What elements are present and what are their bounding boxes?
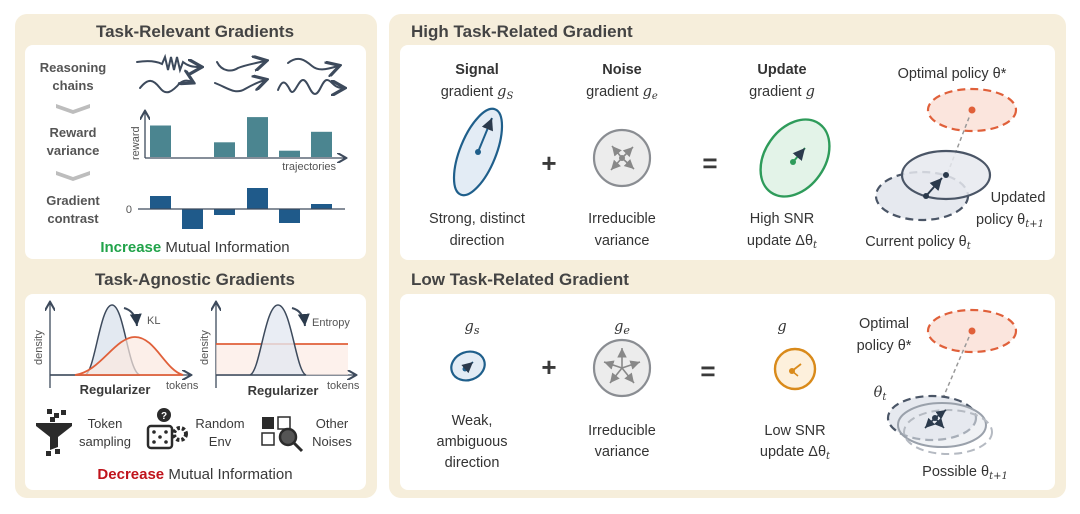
signal-heading: Signal [455, 62, 499, 78]
high-title: High Task-Related Gradient [411, 22, 633, 41]
updated-policy-label: Updated [991, 190, 1046, 206]
decrease-keyword: Decrease [97, 466, 164, 483]
icon-label: Token [88, 416, 123, 431]
contrast-bar [247, 188, 268, 209]
reward-bar [214, 142, 235, 157]
relevant-box [25, 45, 366, 259]
tokens-label: tokens [327, 380, 360, 392]
regularizer-label: Regularizer [248, 383, 319, 398]
row-label: Reward [50, 125, 97, 140]
signal-desc: direction [450, 233, 505, 249]
noise-circle [592, 338, 652, 398]
optimal-policy-label: Optimal [859, 316, 909, 332]
relevant-title: Task-Relevant Gradients [96, 22, 294, 41]
equals-sign: = [700, 356, 715, 386]
contrast-chart: 0 [126, 188, 345, 229]
low-signal-symbol: gs [465, 319, 480, 337]
low-noise-symbol: ge [614, 319, 630, 337]
update-gradient-label: gradient g [749, 84, 815, 100]
row-label: contrast [47, 211, 99, 226]
kl-label: KL [147, 315, 160, 327]
svg-text:?: ? [161, 411, 167, 422]
row-label: variance [47, 143, 100, 158]
signal-gradient-label: gradient gS [441, 84, 514, 102]
contrast-bar [311, 204, 332, 209]
signal-desc: Strong, distinct [429, 211, 525, 227]
contrast-bar [279, 209, 300, 223]
low-update-desc: update Δθt [760, 444, 831, 462]
low-noise-desc: Irreducible [588, 423, 656, 439]
arrow-icon [291, 307, 310, 327]
noise-heading: Noise [602, 62, 642, 78]
density-label: density [199, 330, 211, 365]
tokens-label: tokens [166, 380, 199, 392]
low-signal-desc: direction [445, 455, 500, 471]
dice-gear-icon: ? [146, 408, 188, 450]
icon-label: Env [209, 434, 232, 449]
optimal-policy-label: policy θ* [857, 338, 912, 354]
contrast-bar [150, 196, 171, 209]
low-noise-desc: variance [595, 444, 650, 460]
reward-axis-label: reward [130, 126, 142, 160]
low-signal-desc: Weak, [452, 413, 493, 429]
noise-desc: variance [595, 233, 650, 249]
zero-label: 0 [126, 204, 132, 216]
equals-sign: = [702, 148, 717, 178]
decrease-footer: Decrease Mutual Information [97, 466, 292, 483]
low-update-desc: Low SNR [764, 423, 825, 439]
footer-rest: Mutual Information [161, 239, 289, 256]
low-signal-desc: ambiguous [437, 434, 508, 450]
row-label: Gradient [46, 193, 100, 208]
icon-label: Noises [312, 434, 352, 449]
update-heading: Update [757, 62, 806, 78]
update-desc: update Δθt [747, 233, 818, 251]
reasoning-chains [136, 53, 343, 94]
noise-circle [592, 128, 652, 188]
plus-sign: + [541, 352, 556, 382]
low-title: Low Task-Related Gradient [411, 270, 629, 289]
updated-policy-label: policy θt+1 [976, 212, 1044, 230]
noise-gradient-label: gradient ge [586, 84, 658, 102]
trajectories-axis-label: trajectories [282, 161, 336, 173]
increase-keyword: Increase [100, 239, 161, 256]
entropy-label: Entropy [312, 317, 350, 329]
reward-chart: reward trajectories [130, 112, 345, 173]
reward-bar [247, 117, 268, 157]
entropy-plot: density Entropy Regularizer tokens [199, 303, 360, 398]
theta-t-label: θt [874, 385, 888, 403]
increase-footer: Increase Mutual Information [100, 239, 289, 256]
current-policy-label: Current policy θt [865, 234, 972, 252]
regularizer-label: Regularizer [80, 382, 151, 397]
low-box [400, 294, 1055, 490]
reward-bar [150, 125, 171, 157]
row-label: Reasoning [40, 60, 107, 75]
density-label: density [33, 330, 45, 365]
low-update-symbol: g [777, 319, 786, 335]
arrow-icon [477, 117, 493, 153]
contrast-bar [182, 209, 203, 229]
icon-label: Random [195, 416, 244, 431]
update-desc: High SNR [750, 211, 814, 227]
icon-label: sampling [79, 434, 131, 449]
optimal-policy-label: Optimal policy θ* [898, 66, 1007, 82]
chevron-down-icon [56, 104, 90, 114]
chevron-down-icon [56, 171, 90, 181]
plus-sign: + [541, 148, 556, 178]
icon-label: Other [316, 416, 349, 431]
kl-plot: density KL Regularizer tokens [33, 303, 199, 397]
reward-bar [311, 131, 332, 157]
possible-policy-label: Possible θt+1 [922, 464, 1008, 482]
noise-desc: Irreducible [588, 211, 656, 227]
reward-bar [279, 150, 300, 157]
footer-rest: Mutual Information [164, 466, 292, 483]
contrast-bar [214, 209, 235, 215]
row-label: chains [52, 78, 93, 93]
arrow-icon [123, 307, 142, 327]
magnifier-grid-icon [261, 416, 304, 453]
agnostic-title: Task-Agnostic Gradients [95, 270, 295, 289]
funnel-icon [36, 409, 72, 456]
